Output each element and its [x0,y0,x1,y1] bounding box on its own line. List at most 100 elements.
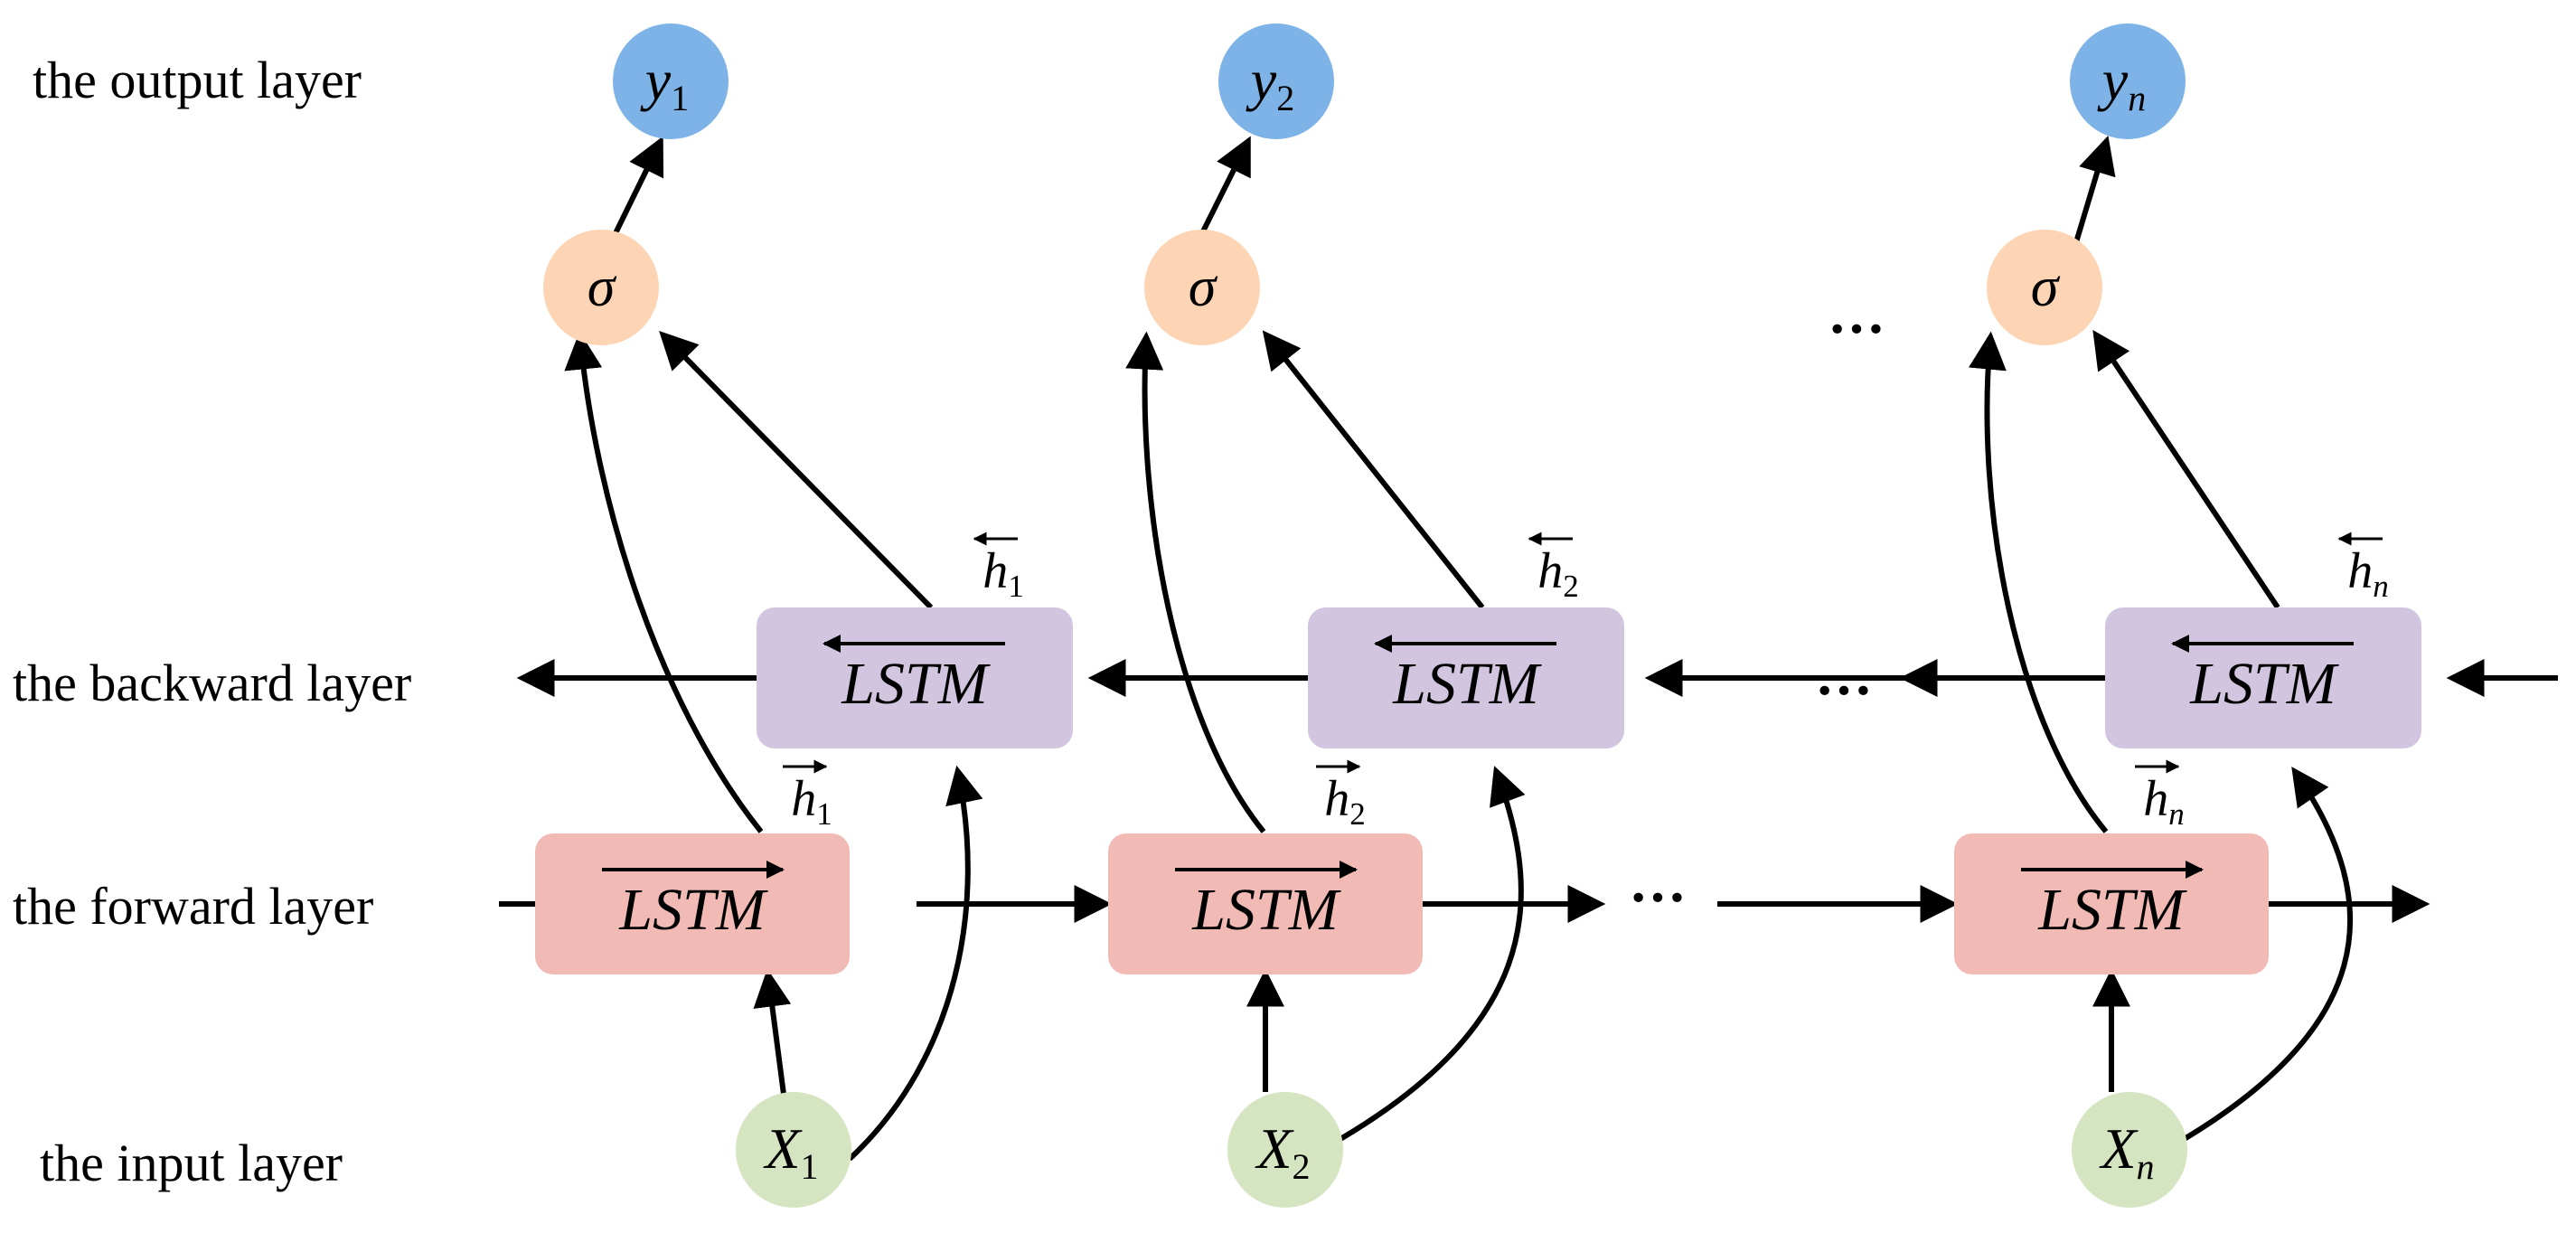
output-node-circle [1218,24,1334,139]
backward-hidden-2: h2 [1528,532,1579,604]
input-node-2: X2 [1227,1092,1343,1208]
forward-hidden-n-text: hn [2143,771,2185,832]
output-node-label-subscript: 2 [1276,78,1294,118]
input-node-n: Xn [2072,1092,2187,1208]
edges [499,135,2558,1162]
backward-lstm-1-label: LSTM [841,651,991,717]
activation-node-label: σ [588,257,617,318]
col2-backward-to-sigma [1262,330,1485,609]
backward-hidden-n: hn [2337,532,2389,604]
input-node-label: X2 [1254,1116,1310,1187]
input-node-circle [2072,1092,2187,1208]
input-node-label: Xn [2098,1116,2154,1187]
input-node-label-subscript: n [2137,1146,2155,1187]
forward-hidden-2-text-subscript: 2 [1349,796,1366,832]
activation-node-circle [543,230,659,345]
output-node-n: yn [2070,24,2186,139]
forward-lstm-2: LSTM [1108,833,1423,974]
backward-lstm-2: LSTM [1308,607,1624,748]
backward-hidden-1-text-symbol: h [982,543,1008,599]
ellipsis-sigma-row: ··· [1828,296,1885,361]
backward-hidden-1: h1 [973,532,1024,604]
forward-hidden-1-text-subscript: 1 [816,796,832,832]
backward-lstm-n-label: LSTM [2189,651,2339,717]
activation-node-1: σ [543,230,659,345]
forward-hidden-1: h1 [783,759,832,832]
input-node-label-symbol: X [1254,1116,1294,1181]
forward-lstm-1-label: LSTM [618,877,768,943]
coln-backward-to-sigma [2092,330,2280,609]
backward-hidden-1-text: h1 [982,543,1024,604]
backward-hidden-2-text-subscript: 2 [1563,569,1579,604]
col1-input-to-forward [753,968,792,1102]
forward-hidden-1-text: h1 [791,771,832,832]
forward-lstm-2-label: LSTM [1191,877,1341,943]
output-node-label: yn [2097,48,2146,118]
forward-hidden-n-text-symbol: h [2143,771,2168,827]
forward-layer-label: the forward layer [13,877,373,936]
input-node-label-subscript: 2 [1293,1146,1311,1187]
backward-hidden-1-text-subscript: 1 [1008,569,1024,604]
forward-lstm-1: LSTM [535,833,850,974]
forward-hidden-1-text-symbol: h [791,771,816,827]
col1-sigma-to-output [612,136,664,237]
output-node-label-symbol: y [640,48,672,112]
output-node-circle [613,24,729,139]
input-node-circle [736,1092,851,1208]
coln-sigma-to-output [2071,135,2116,252]
backward-hidden-2-text: h2 [1537,543,1579,604]
input-layer-label: the input layer [40,1134,343,1192]
forward-lstm-n-label: LSTM [2037,877,2187,943]
output-node-label-symbol: y [2097,48,2129,112]
output-node-1: y1 [613,24,729,139]
coln-forward-to-sigma [1969,331,2109,833]
forward-hidden-2-text: h2 [1324,771,1366,832]
activation-node-label: σ [2031,257,2061,318]
forward-hidden-n-text-subscript: n [2168,796,2185,832]
output-node-label-subscript: n [2128,78,2146,118]
forward-hidden-2: h2 [1316,759,1366,832]
input-node-label-symbol: X [762,1116,803,1181]
activation-node-n: σ [1987,230,2102,345]
output-node-label: y2 [1246,48,1294,118]
col2-sigma-to-output [1199,136,1251,235]
backward-hidden-2-text-symbol: h [1537,543,1563,599]
input-node-label-subscript: 1 [801,1146,819,1187]
ellipsis-forward-row: ··· [1629,865,1687,929]
col2-forward-to-sigma [1125,331,1266,833]
output-layer-label: the output layer [33,51,362,109]
backward-lstm-2-label: LSTM [1392,651,1542,717]
output-node-2: y2 [1218,24,1334,139]
col2-input-to-backward [1320,766,1526,1153]
input-node-label-symbol: X [2098,1116,2139,1181]
activation-node-label: σ [1189,257,1218,318]
activation-node-circle [1987,230,2102,345]
ellipsis-backward-row: ··· [1815,658,1873,722]
col1-backward-to-sigma [659,331,934,610]
output-node-circle [2070,24,2186,139]
input-node-circle [1227,1092,1343,1208]
backward-layer-label: the backward layer [13,654,411,712]
backward-hidden-n-text: hn [2347,543,2389,604]
backward-lstm-1: LSTM [757,607,1073,748]
activation-node-circle [1144,230,1260,345]
col1-forward-to-sigma [564,331,764,833]
backward-hidden-n-text-subscript: n [2373,569,2389,604]
output-node-label: y1 [640,48,689,118]
forward-hidden-n: hn [2135,759,2185,832]
backward-lstm-n: LSTM [2105,607,2421,748]
forward-lstm-n: LSTM [1954,833,2269,974]
coln-input-to-backward [2164,767,2353,1153]
activation-node-2: σ [1144,230,1260,345]
output-node-label-symbol: y [1246,48,1277,112]
col1-input-to-backward [847,765,983,1162]
input-node-1: X1 [736,1092,851,1208]
input-node-label: X1 [762,1116,818,1187]
output-node-label-subscript: 1 [671,78,689,118]
backward-hidden-n-text-symbol: h [2347,543,2373,599]
forward-hidden-2-text-symbol: h [1324,771,1349,827]
